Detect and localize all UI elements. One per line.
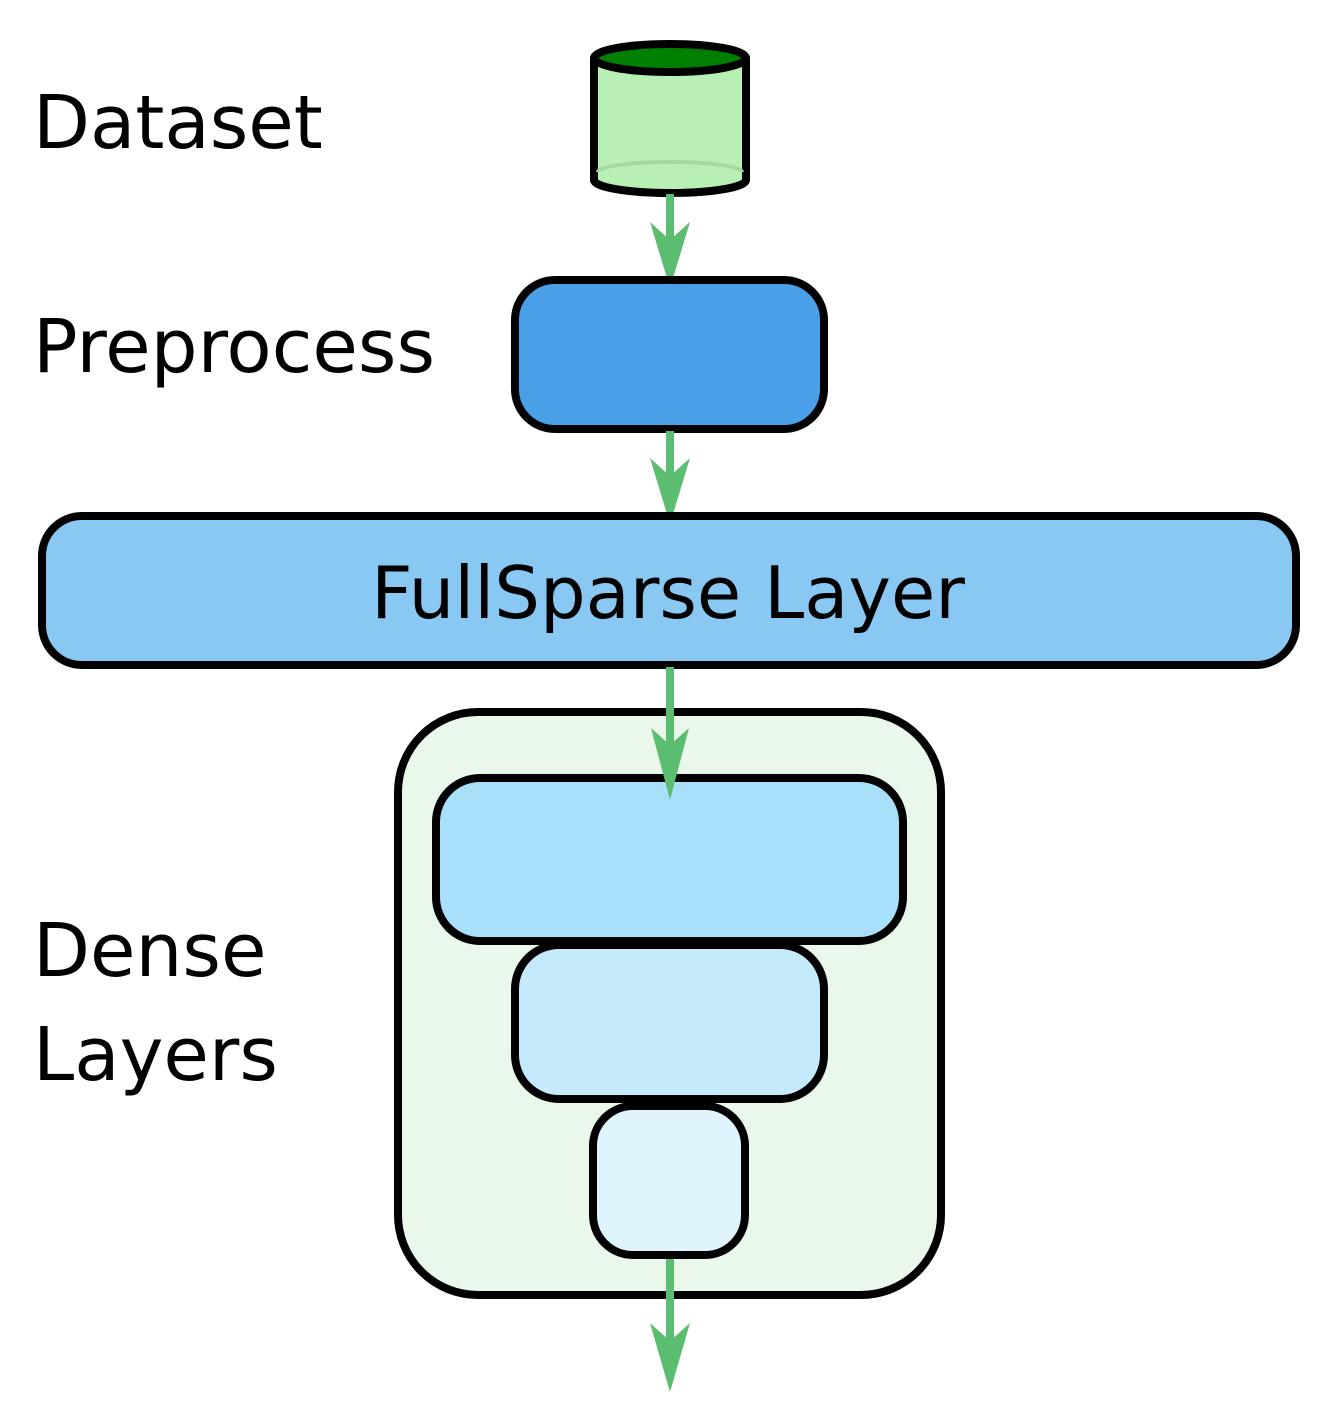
- output-arrow: [650, 1259, 690, 1392]
- flow-arrow: [651, 667, 689, 800]
- preprocess-label: Preprocess: [33, 304, 435, 390]
- dataset-label: Dataset: [33, 80, 323, 166]
- dense-layer-2: [511, 941, 828, 1103]
- flow-arrow: [650, 194, 690, 288]
- flow-arrow: [650, 431, 690, 524]
- fullsparse-layer-block: [38, 512, 1300, 669]
- dataset-cylinder-icon: [590, 40, 750, 197]
- fullsparse-layer-label: FullSparse Layer: [371, 551, 965, 635]
- dense-layer-3: [589, 1102, 749, 1259]
- dense-layers-label-line2: Layers: [33, 1012, 278, 1098]
- dense-layer-1: [432, 774, 907, 945]
- preprocess-block: [511, 276, 828, 433]
- dense-layers-label-line1: Dense: [33, 908, 267, 994]
